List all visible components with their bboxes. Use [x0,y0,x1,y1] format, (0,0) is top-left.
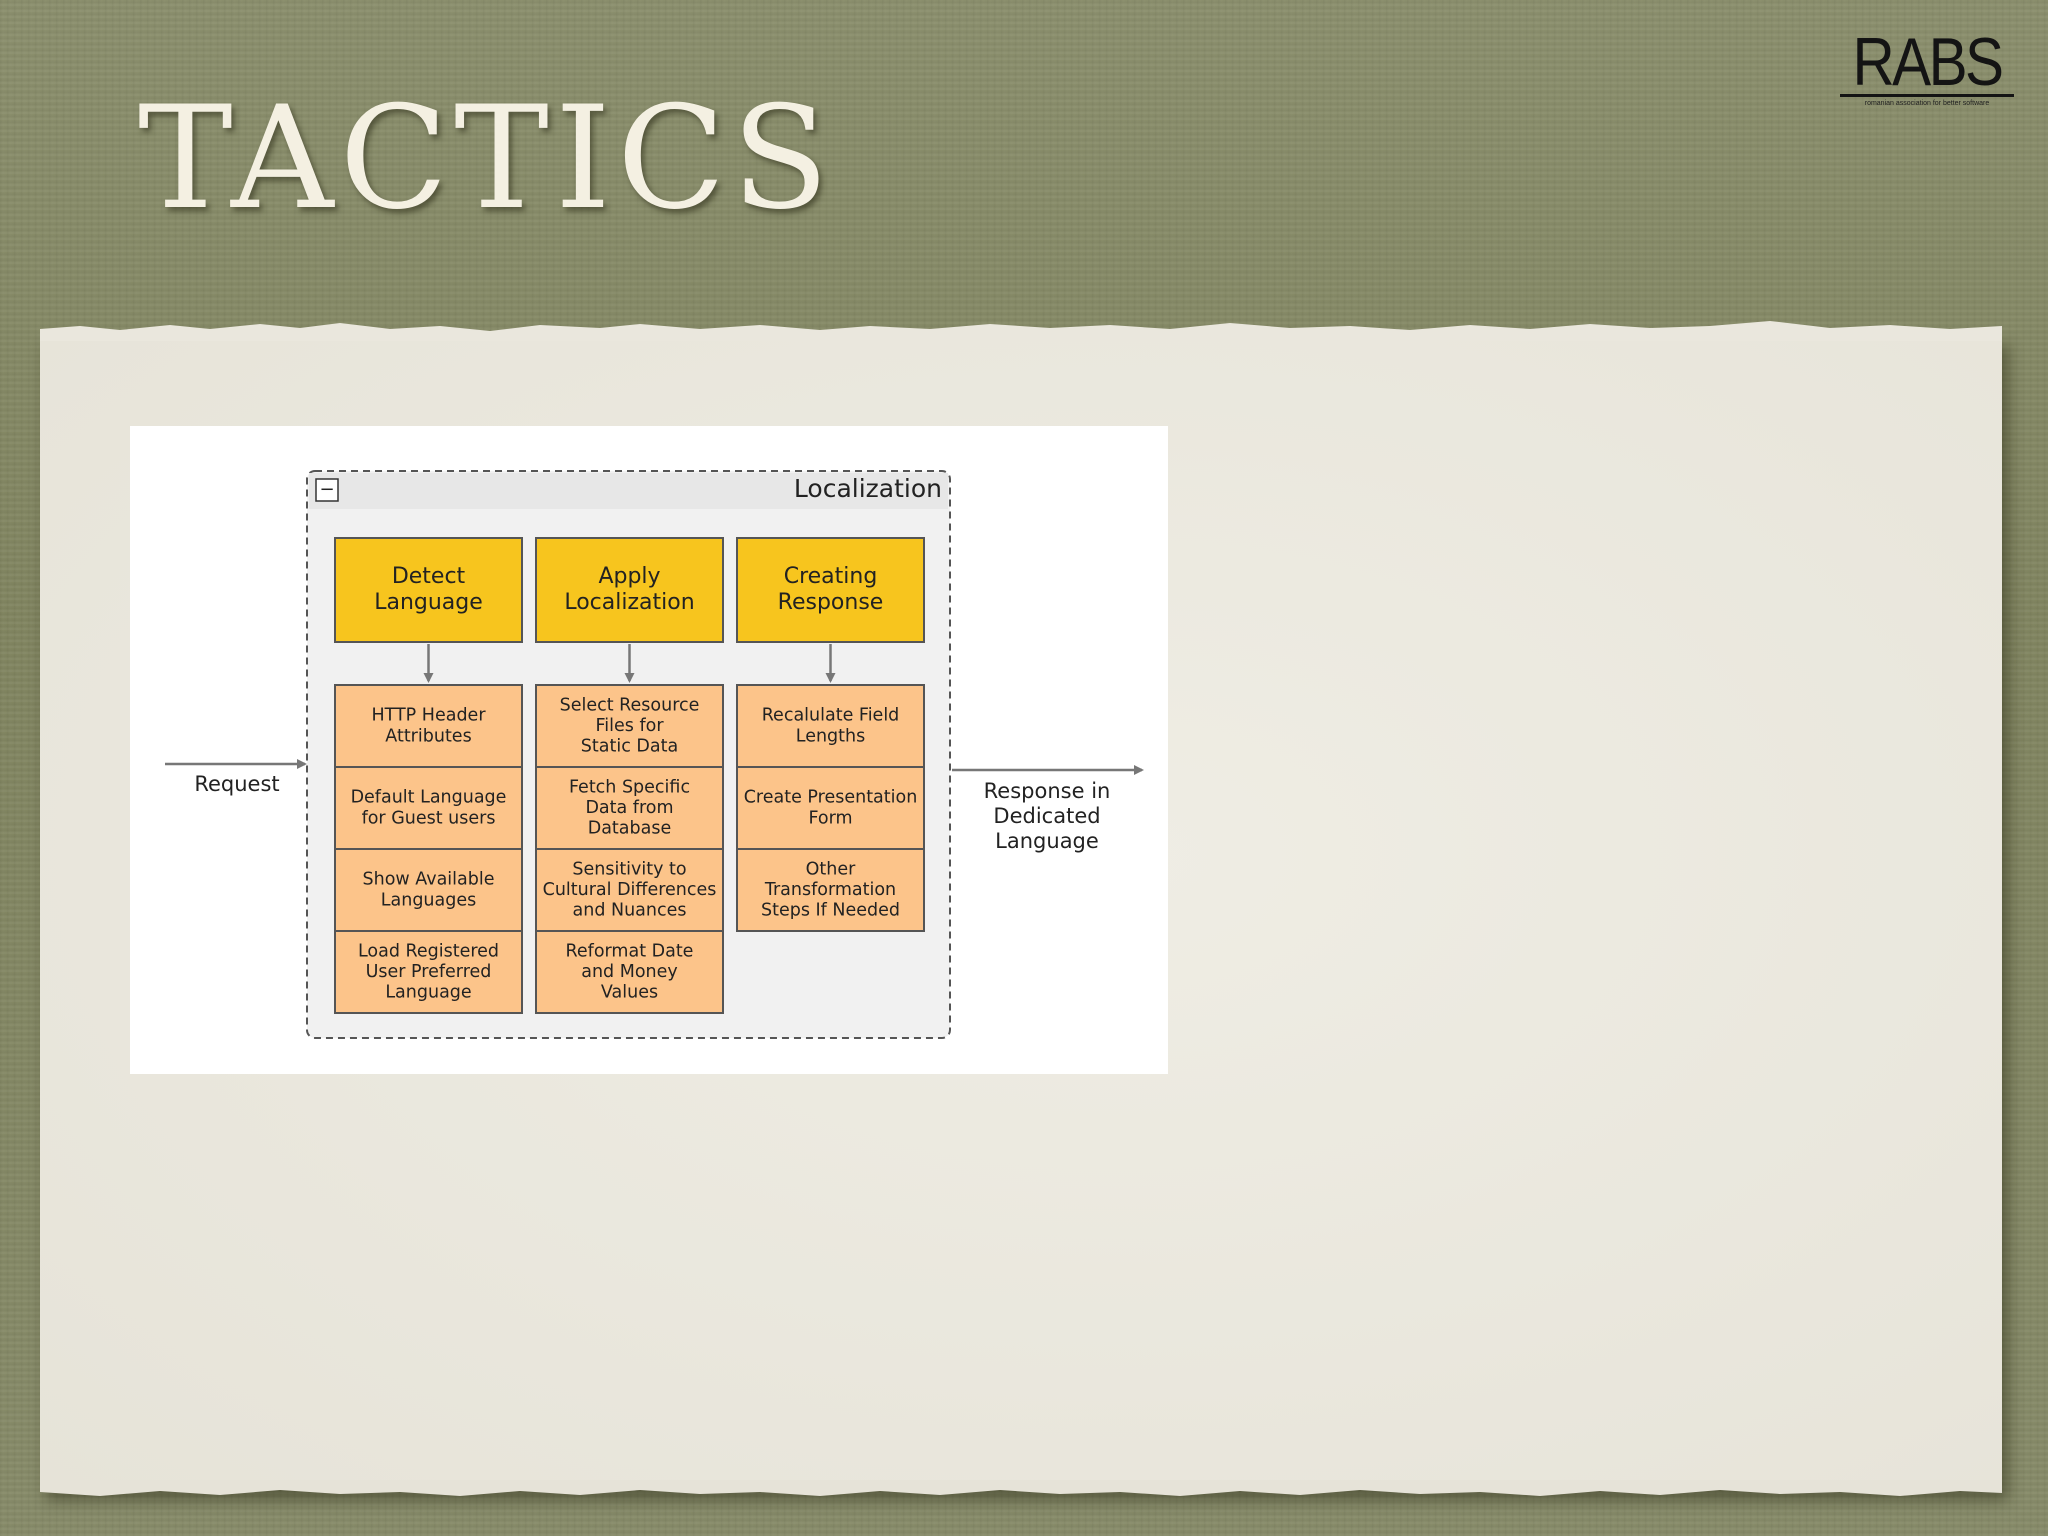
header-box-1 [334,537,523,643]
step-box-2-4 [535,930,724,1014]
step-box-2-3 [535,848,724,932]
step-box-2-2 [535,766,724,850]
step-box-2-1 [535,684,724,768]
container-label: Localization [794,474,942,503]
logo-underline [1840,94,2014,97]
slide-title: TACTICS [138,76,835,241]
request-label: Request [194,772,279,796]
rabs-logo: RABS romanian association for better sof… [1838,28,2016,112]
step-box-1-1 [334,684,523,768]
logo-text: RABS [1852,24,2005,100]
step-box-3-3 [736,848,925,932]
step-box-1-3 [334,848,523,932]
header-box-3 [736,537,925,643]
logo-tagline: romanian association for better software [1864,100,1990,107]
step-box-3-1 [736,684,925,768]
step-box-3-2 [736,766,925,850]
paper-torn-bottom-edge [40,1480,2002,1496]
collapse-symbol: − [319,479,334,500]
step-box-1-4 [334,930,523,1014]
header-box-2 [535,537,724,643]
paper-torn-top-edge [40,321,2002,341]
step-box-1-2 [334,766,523,850]
container-title-bar [309,473,948,509]
collapse-toggle-icon [315,478,339,502]
